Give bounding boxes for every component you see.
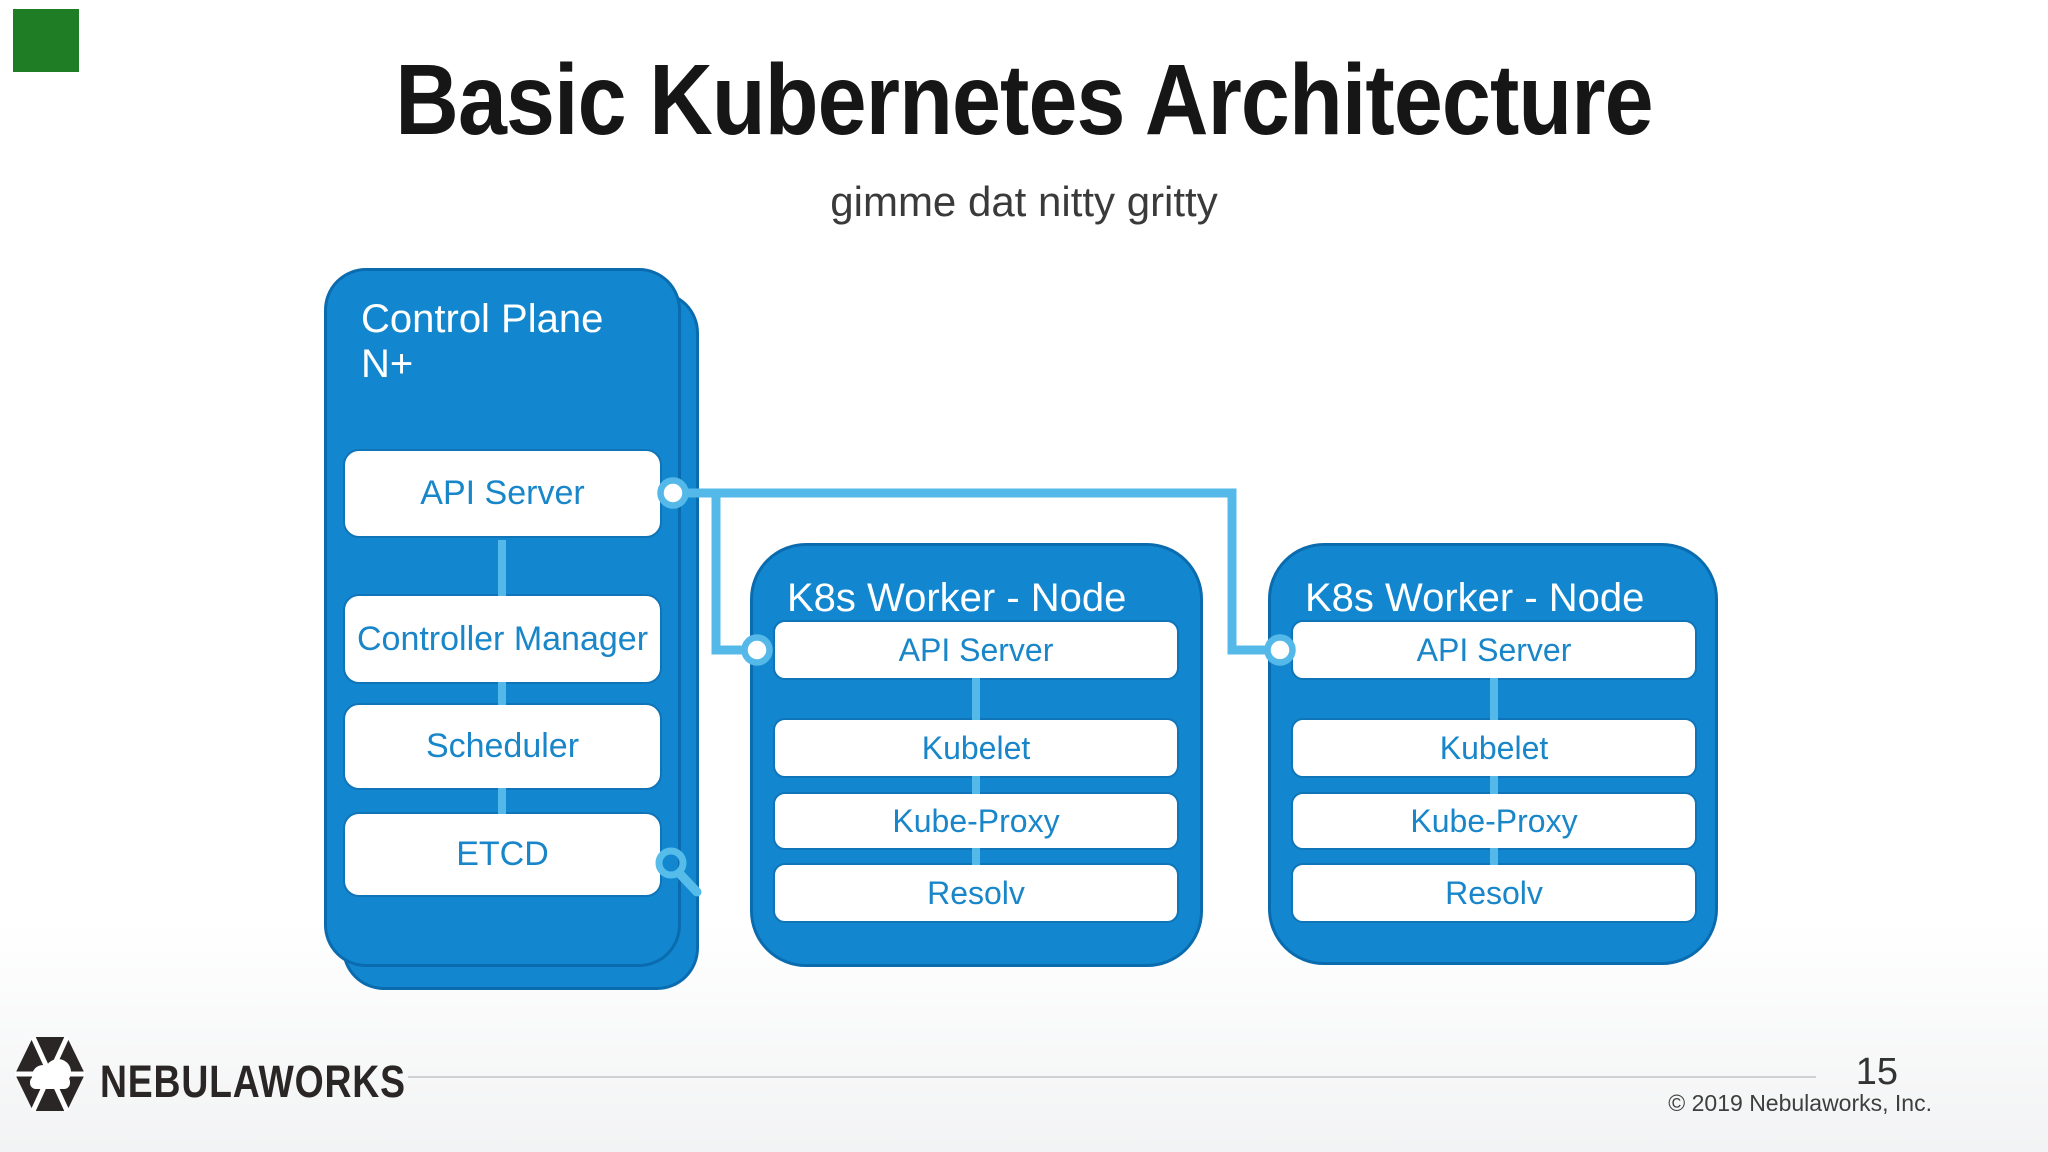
worker-node-2-title: K8s Worker - Node [1305, 576, 1645, 620]
page-number: 15 [1855, 1051, 1898, 1093]
green-corner-marker [13, 9, 79, 72]
component-resolv: Resolv [773, 863, 1179, 923]
worker-node-2-box: K8s Worker - Node API Server Kubelet Kub… [1268, 543, 1718, 965]
control-plane-title-line1: Control Plane [361, 297, 604, 341]
worker-node-1-title: K8s Worker - Node [787, 576, 1127, 620]
component-kube-proxy: Kube-Proxy [1291, 792, 1697, 850]
nebulaworks-logo-icon [15, 1035, 85, 1113]
component-kubelet: Kubelet [773, 718, 1179, 778]
api-branch-line [711, 493, 744, 655]
control-plane-title-line2: N+ [361, 341, 414, 386]
worker-node-1-box: K8s Worker - Node API Server Kubelet Kub… [750, 543, 1203, 967]
component-resolv: Resolv [1291, 863, 1697, 923]
component-api-server: API Server [343, 449, 662, 538]
page-subtitle: gimme dat nitty gritty [830, 178, 1218, 225]
component-etcd: ETCD [343, 812, 662, 897]
footer-divider [408, 1076, 1816, 1078]
component-kube-proxy: Kube-Proxy [773, 792, 1179, 850]
brand-name: NEBULAWORKS [100, 1056, 406, 1107]
component-scheduler: Scheduler [343, 703, 662, 790]
component-controller-manager: Controller Manager [343, 594, 662, 684]
page-title: Basic Kubernetes Architecture [395, 44, 1653, 156]
control-plane-box: Control Plane N+ API Server Controller M… [324, 268, 681, 967]
component-api-server: API Server [1291, 620, 1697, 680]
copyright: © 2019 Nebulaworks, Inc. [1668, 1090, 1932, 1116]
component-kubelet: Kubelet [1291, 718, 1697, 778]
control-plane-title: Control Plane N+ [361, 297, 603, 387]
component-api-server: API Server [773, 620, 1179, 680]
